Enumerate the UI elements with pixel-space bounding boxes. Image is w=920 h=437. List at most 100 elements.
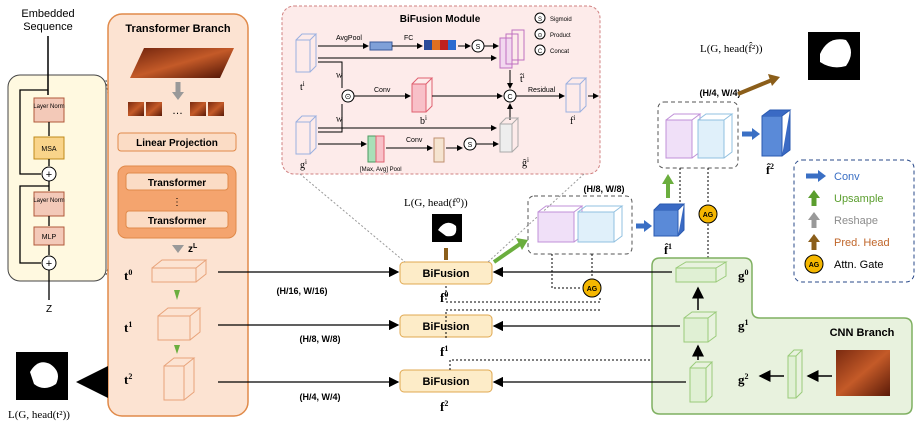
- plus-1-label: +: [46, 169, 52, 181]
- layer-norm-2-label: Layer Norm: [33, 198, 64, 204]
- legend-ag-text: Attn. Gate: [834, 259, 884, 271]
- cube-f2hat: [761, 109, 792, 157]
- maxavgpool-label: [Max, Avg] Pool: [360, 167, 402, 173]
- layer-norm-2: [33, 191, 65, 217]
- avgpool-bar: [369, 41, 393, 51]
- t2-label: t2: [124, 372, 132, 387]
- conv-cube: [433, 137, 445, 163]
- transformer-1-label: Transformer: [148, 178, 206, 189]
- ag-gate-1-label: AG: [587, 286, 598, 293]
- bifusion-block-0[interactable]: [399, 261, 493, 285]
- maxavg-cube-1: [367, 135, 377, 163]
- loss-f0: L(G, head(f⁰)): [404, 197, 468, 209]
- res-h16: (H/16, W/16): [276, 286, 327, 296]
- f0-label: f0: [440, 290, 448, 305]
- mask-left-shape: [30, 362, 58, 388]
- zL-label: zL: [188, 243, 198, 255]
- ag-dotted-2: [449, 168, 721, 370]
- cnn-branch-title: CNN Branch: [830, 327, 895, 339]
- upsample-arrow-f0: [492, 242, 522, 264]
- layer-norm-1-label: Layer Norm: [33, 104, 64, 110]
- concat-box-h8: [527, 195, 633, 255]
- t1-label: t1: [124, 320, 132, 335]
- encoder-output-z: Z: [46, 304, 52, 315]
- upsample-arrow-t2: [174, 345, 180, 354]
- legend-conv-text: Conv: [834, 171, 860, 183]
- endoscopy-image: [836, 350, 890, 396]
- legend-ag-sym: AG: [809, 262, 820, 269]
- conv-label-2: Conv: [406, 137, 423, 144]
- cube-f1hat: [653, 203, 686, 237]
- res-h4-right: (H/4, W/4): [699, 88, 740, 98]
- conv-arrowhead-2: [752, 128, 760, 140]
- residual-label: Residual: [528, 87, 556, 94]
- mask-f2hat-shape: [820, 39, 851, 68]
- fc-label: FC: [404, 35, 413, 42]
- res-h4-left: (H/4, W/4): [299, 392, 340, 402]
- reshape-arrowhead-2: [172, 245, 184, 253]
- bifusion-block-0-label: BiFusion: [422, 268, 469, 280]
- legend-product-sym: ⊙: [537, 33, 542, 39]
- sigmoid-node-1-label: S: [476, 44, 481, 51]
- ti-label: ti: [300, 80, 305, 93]
- cube-ghat: [499, 117, 520, 153]
- encoder-skip: [19, 89, 49, 264]
- ghat-label: ĝi: [522, 156, 529, 169]
- legend-sigmoid-symbol: [534, 12, 546, 24]
- loss-left: L(G, head(t²)): [8, 409, 70, 421]
- cube-t0: [151, 259, 208, 283]
- cube-t1: [157, 307, 202, 341]
- legend-concat-sym: C: [538, 49, 543, 55]
- res-h8-left: (H/8, W/8): [299, 334, 340, 344]
- legend-upsample-head: [808, 190, 820, 198]
- plus-2-label: +: [46, 258, 52, 270]
- embedded-seq-title-2: Sequence: [23, 21, 73, 33]
- fc-bar-2: [432, 40, 440, 50]
- cube-ti: [295, 33, 318, 73]
- sigmoid-node-2-label: S: [468, 142, 473, 149]
- legend-upsample-text: Upsample: [834, 193, 884, 205]
- t0-label: t0: [124, 268, 132, 283]
- ag-gate-1: [582, 278, 602, 298]
- legend-conv-head: [818, 170, 826, 182]
- cube-t2: [163, 357, 196, 401]
- f2-label: f2: [440, 399, 448, 414]
- bifusion-module-panel: [281, 5, 601, 175]
- patch-2: [146, 102, 162, 116]
- cube-fi: [565, 77, 588, 113]
- conv-label-1: Conv: [374, 87, 391, 94]
- encoder-panel: [7, 74, 107, 282]
- conv-arrowhead-1: [644, 220, 652, 232]
- bifusion-block-2[interactable]: [399, 369, 493, 393]
- patch-grid: [130, 48, 234, 78]
- cube-gi: [295, 115, 318, 155]
- legend-concat-text: Concat: [550, 49, 569, 55]
- w1-label: W: [336, 72, 343, 80]
- legend-product-symbol: [534, 28, 546, 40]
- legend-head-text: Pred. Head: [834, 237, 890, 249]
- mask-f0-shape: [438, 222, 457, 237]
- cube-g-input: [787, 349, 804, 399]
- f2hat-label: f̂2: [766, 162, 774, 177]
- fc-bar-1: [424, 40, 432, 50]
- cube-bi: [411, 77, 434, 113]
- that-label: t̂i: [519, 72, 524, 85]
- product-node-label: ⊙: [345, 92, 352, 101]
- msa-label: MSA: [41, 146, 57, 153]
- cube-that: [499, 29, 525, 69]
- transformer-dots: ⋮: [172, 197, 182, 208]
- transformer-2-label: Transformer: [148, 216, 206, 227]
- legend-concat-symbol: [534, 44, 546, 56]
- fc-bar-4: [448, 40, 456, 50]
- f1hat-label: f̂1: [664, 242, 672, 257]
- ag-gate-2: [698, 204, 718, 224]
- upsample-arrowhead-f0: [516, 238, 528, 250]
- upsample-arrow-t: [174, 290, 180, 300]
- bi-label: bi: [420, 114, 427, 127]
- res-h8-right: (H/8, W/8): [583, 184, 624, 194]
- transformer-block-2: [125, 210, 229, 229]
- linear-projection-label: Linear Projection: [136, 138, 218, 149]
- cube-h8-a: [537, 205, 584, 243]
- ag-gate-2-label: AG: [703, 212, 714, 219]
